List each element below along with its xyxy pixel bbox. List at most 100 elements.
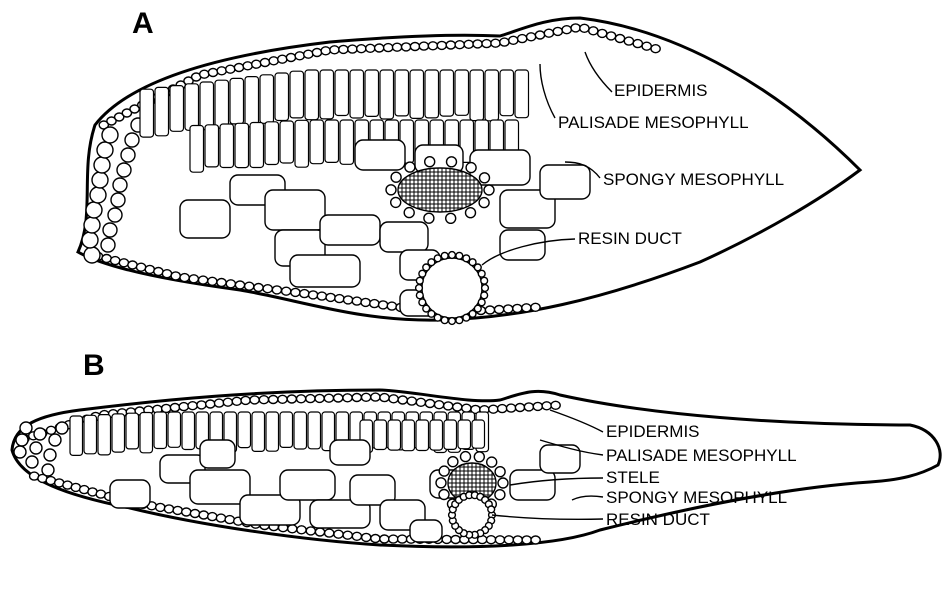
- a-epidermis-cell: [527, 33, 536, 41]
- b-spongy-cell: [510, 470, 555, 500]
- b-epidermis-cell: [462, 404, 471, 412]
- a-epidermis-cell: [171, 272, 180, 280]
- a-epidermis-cell: [295, 52, 304, 60]
- panel-b-spongy-leader: [572, 496, 603, 500]
- b-epidermis-cell: [259, 396, 268, 404]
- a-epidermis-cell: [352, 297, 361, 305]
- a-epidermis-cell: [428, 42, 437, 50]
- b-epidermis-cell: [522, 536, 531, 544]
- a-epidermis-cell: [226, 65, 235, 73]
- b-palisade-cell: [70, 416, 83, 455]
- a-duct-cell: [449, 252, 456, 259]
- a-bundle-outline: [398, 168, 482, 212]
- a-duct-cell: [419, 270, 426, 277]
- a-palisade-cell: [200, 82, 214, 130]
- b-epidermis-cell: [232, 397, 241, 405]
- b-bundle-sheath-cell: [448, 457, 458, 467]
- a-epidermis-cell: [491, 39, 500, 47]
- a-duct-cell: [456, 317, 463, 324]
- a-bundle-sheath-cell: [466, 208, 476, 218]
- a-epidermis-cell: [651, 45, 660, 53]
- a-epidermis-cell: [464, 40, 473, 48]
- a-palisade-cell: [290, 71, 304, 118]
- a-epidermis-cell: [375, 44, 384, 52]
- b-epidermis-cell: [380, 535, 389, 543]
- b-tip-cell: [34, 428, 46, 440]
- a-palisade-cell: [305, 70, 319, 120]
- a-palisade-cell: [265, 122, 279, 165]
- a-epidermis-cell: [361, 298, 370, 306]
- a-tip-cell: [113, 178, 127, 192]
- a-epidermis-cell: [509, 36, 518, 44]
- a-palisade-cell: [250, 123, 264, 168]
- b-epidermis-cell: [515, 404, 524, 412]
- a-palisade-cell: [230, 78, 244, 124]
- a-palisade-cell: [515, 70, 529, 118]
- a-spongy-cell: [290, 255, 360, 287]
- b-bundle-sheath-cell: [439, 466, 449, 476]
- a-epidermis-cell: [154, 268, 163, 276]
- a-spongy-cell: [320, 215, 380, 245]
- a-palisade-cell: [340, 120, 354, 164]
- a-tip-cell: [97, 142, 113, 158]
- b-epidermis-cell: [371, 393, 380, 401]
- a-bundle-sheath-cell: [391, 197, 401, 207]
- b-palisade-cell: [84, 415, 97, 454]
- a-epidermis-cell: [370, 300, 379, 308]
- b-epidermis-cell: [380, 394, 389, 402]
- a-epidermis-cell: [235, 281, 244, 289]
- a-tip-cell: [108, 208, 122, 222]
- a-epidermis-cell: [208, 277, 217, 285]
- a-tip-cell: [84, 217, 100, 233]
- a-epidermis-cell: [199, 276, 208, 284]
- a-epidermis-cell: [410, 43, 419, 51]
- b-epidermis-cell: [389, 395, 398, 403]
- a-epidermis-cell: [598, 29, 607, 37]
- b-epidermis-cell: [425, 400, 434, 408]
- panel-b-letter: B: [83, 349, 105, 382]
- a-epidermis-cell: [217, 67, 226, 75]
- a-epidermis-cell: [300, 290, 309, 298]
- b-epidermis-cell: [215, 399, 224, 407]
- a-epidermis-cell: [286, 54, 295, 62]
- a-epidermis-cell: [180, 274, 189, 282]
- a-epidermis-cell: [254, 284, 263, 292]
- a-epidermis-cell: [330, 46, 339, 54]
- b-epidermis-cell: [315, 394, 324, 402]
- a-epidermis-cell: [379, 301, 388, 309]
- b-palisade-cell: [308, 412, 321, 449]
- a-tip-cell: [92, 172, 108, 188]
- b-epidermis-cell: [325, 529, 334, 537]
- b-epidermis-cell: [315, 528, 324, 536]
- b-spongy-cell: [330, 440, 370, 465]
- a-bundle-sheath-cell: [479, 198, 489, 208]
- panel-a-label-resin: RESIN DUCT: [578, 229, 682, 248]
- a-duct-cell: [434, 314, 441, 321]
- a-palisade-cell: [280, 121, 294, 163]
- a-duct-cell: [474, 264, 481, 271]
- b-epidermis-cell: [173, 506, 182, 514]
- a-duct-cell: [441, 252, 448, 259]
- panel-b-epidermis-leader: [550, 410, 603, 432]
- a-duct-cell: [469, 310, 476, 317]
- a-palisade-cell: [260, 75, 274, 124]
- a-tip-cell: [101, 238, 115, 252]
- b-palisade-cell: [388, 420, 401, 450]
- a-palisade-cell: [350, 70, 364, 118]
- a-bundle-sheath-cell: [480, 173, 490, 183]
- b-epidermis-cell: [324, 394, 333, 402]
- a-palisade-cell: [410, 70, 424, 118]
- a-tip-cell: [125, 133, 139, 147]
- b-bundle-sheath-cell: [487, 457, 497, 467]
- a-bundle-sheath-cell: [391, 172, 401, 182]
- a-epidermis-cell: [495, 306, 504, 314]
- a-epidermis-cell: [263, 285, 272, 293]
- a-epidermis-cell: [544, 29, 553, 37]
- panel-a-label-epidermis: EPIDERMIS: [614, 81, 708, 100]
- panel-b-label-palisade: PALISADE MESOPHYLL: [606, 446, 797, 465]
- b-palisade-cell: [126, 413, 139, 449]
- b-epidermis-cell: [533, 402, 542, 410]
- b-palisade-cell: [154, 412, 167, 449]
- a-epidermis-cell: [252, 60, 261, 68]
- b-bundle-sheath-cell: [439, 490, 449, 500]
